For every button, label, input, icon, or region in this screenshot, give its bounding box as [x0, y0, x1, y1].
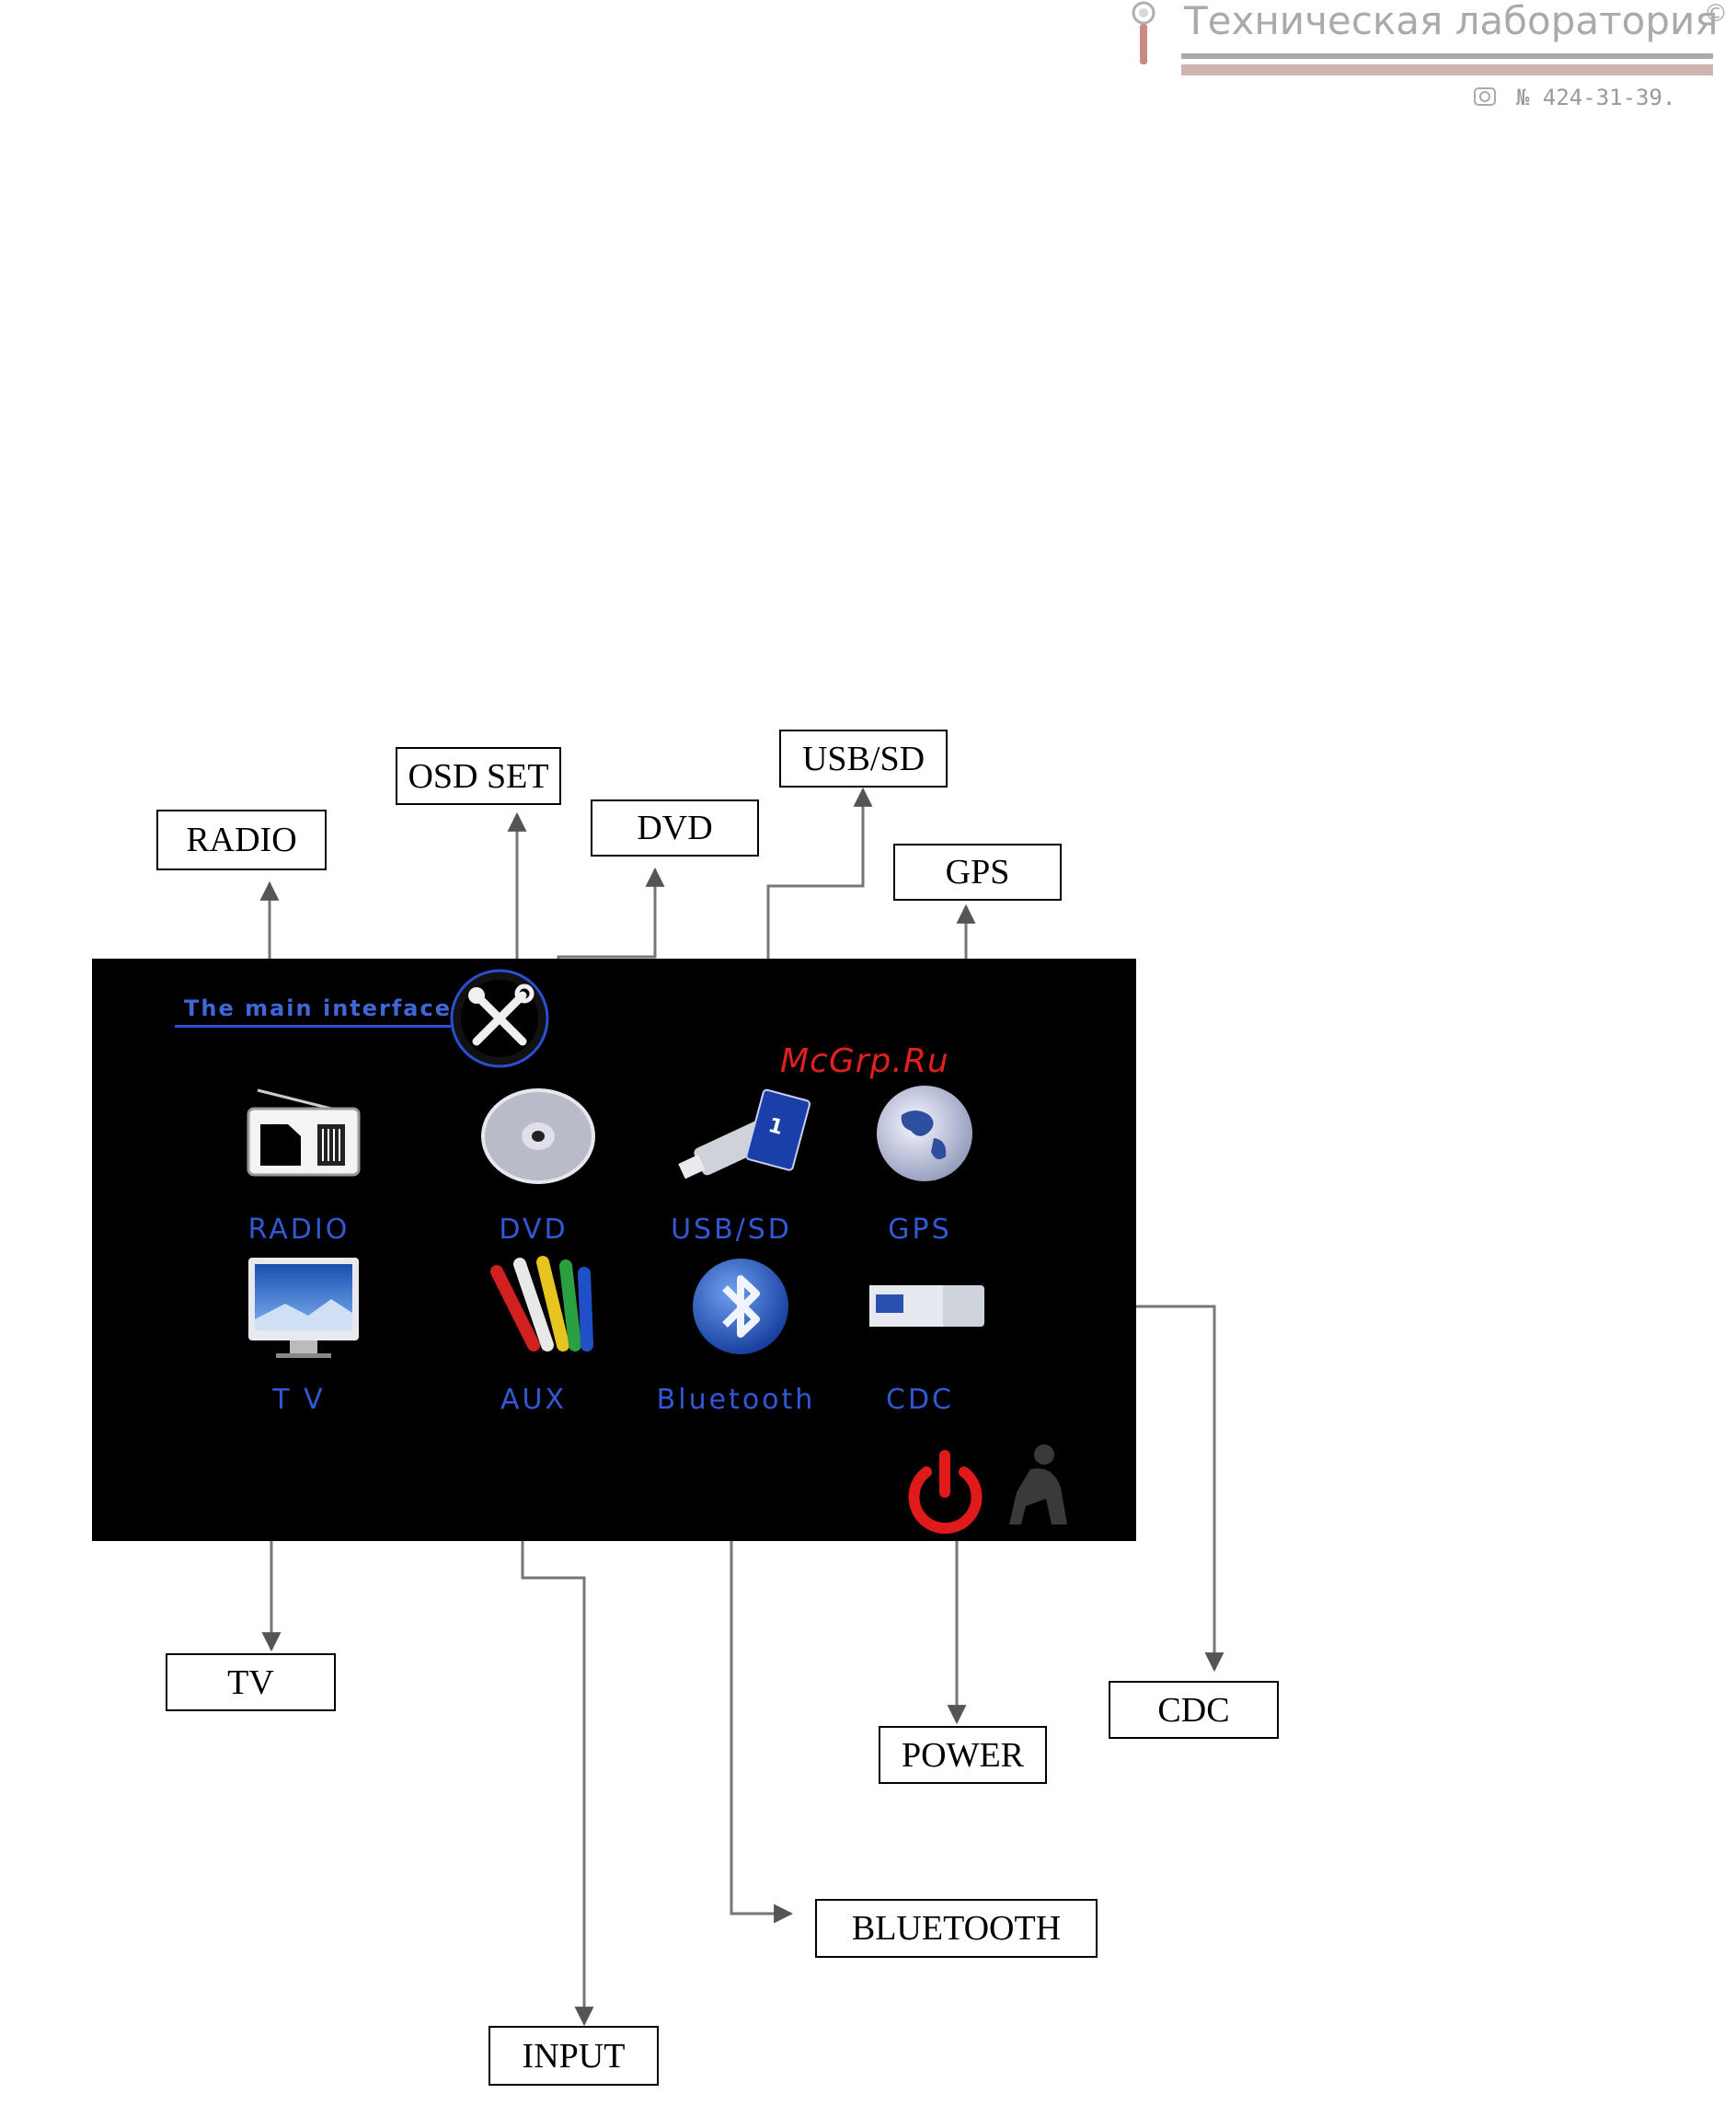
- radio-tile-label: RADIO: [212, 1214, 386, 1246]
- gps-tile-label: GPS: [833, 1214, 1007, 1246]
- aux-tile-label: AUX: [446, 1384, 621, 1416]
- radio-icon: [244, 1083, 363, 1184]
- usb-sd-tile-label: USB/SD: [644, 1214, 819, 1246]
- tv-icon: [244, 1253, 363, 1363]
- cdc-tile[interactable]: CDC: [833, 1253, 1007, 1428]
- cdc-tile-label: CDC: [833, 1384, 1007, 1416]
- callout-input: INPUT: [489, 2026, 659, 2086]
- main-interface-screen: The main interface RADIO DVD: [92, 959, 1136, 1541]
- tv-tile[interactable]: T V: [212, 1253, 386, 1428]
- dvd-tile-label: DVD: [446, 1214, 621, 1246]
- dvd-tile[interactable]: DVD: [446, 1083, 621, 1258]
- main-interface-title: The main interface: [184, 995, 452, 1021]
- bluetooth-tile-label: Bluetooth: [649, 1384, 823, 1416]
- callout-usb-sd: USB/SD: [779, 730, 948, 788]
- callout-cdc: CDC: [1109, 1681, 1279, 1739]
- av-cables-icon: [478, 1253, 598, 1363]
- globe-icon: [865, 1083, 984, 1184]
- tools-icon[interactable]: [449, 968, 550, 1069]
- callout-power: POWER: [879, 1726, 1047, 1784]
- aux-tile[interactable]: AUX: [446, 1253, 621, 1428]
- disc-icon: [478, 1083, 598, 1184]
- callout-gps: GPS: [893, 844, 1062, 901]
- person-icon: [998, 1442, 1081, 1534]
- title-underline: [175, 1025, 451, 1028]
- tv-tile-label: T V: [212, 1384, 386, 1416]
- power-icon[interactable]: [897, 1446, 994, 1543]
- gps-tile[interactable]: GPS: [833, 1083, 1007, 1258]
- callout-osd-set: OSD SET: [396, 747, 561, 805]
- usb-sd-icon: 1: [676, 1083, 814, 1184]
- bluetooth-tile[interactable]: Bluetooth: [649, 1253, 823, 1428]
- callout-bluetooth: BLUETOOTH: [815, 1899, 1098, 1958]
- cd-changer-icon: [865, 1253, 984, 1363]
- callout-radio: RADIO: [156, 810, 327, 870]
- radio-tile[interactable]: RADIO: [212, 1083, 386, 1258]
- bluetooth-icon: [681, 1253, 800, 1363]
- usb-sd-tile[interactable]: 1 USB/SD: [644, 1083, 819, 1258]
- callout-dvd: DVD: [591, 799, 759, 857]
- callout-tv: TV: [166, 1653, 336, 1711]
- watermark-text: McGrp.Ru: [780, 1042, 949, 1080]
